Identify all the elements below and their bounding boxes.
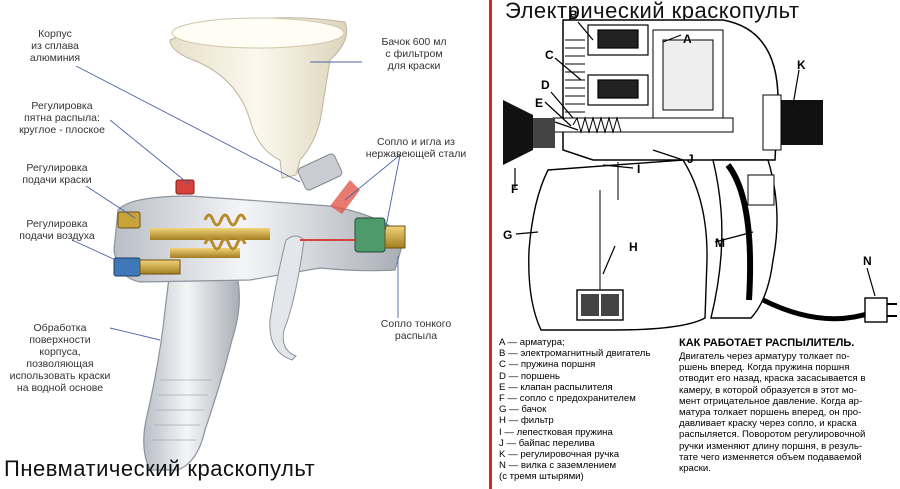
letter-arrows — [514, 21, 876, 297]
plug — [864, 297, 888, 323]
legend-item: H — фильтр — [499, 415, 554, 427]
letter-I: I — [637, 162, 641, 176]
piston-spring — [572, 116, 622, 134]
label-air-adjust: Регулировка подачи воздуха — [19, 218, 95, 242]
label-body-alloy: Корпус из сплава алюминия — [29, 28, 81, 64]
letter-C: C — [545, 48, 554, 62]
electric-gun-illustration — [503, 19, 897, 331]
letter-F: F — [511, 182, 519, 196]
legend-item: C — пружина поршня — [499, 359, 596, 371]
electric-gun-panel: Электрический краскопульт — [493, 0, 900, 489]
how-it-works-text: Двигатель через арматуру толкает по- рше… — [679, 351, 866, 475]
letter-A: A — [683, 32, 692, 46]
pneumatic-gun-illustration — [71, 17, 406, 471]
handle-grip-lines — [152, 379, 212, 441]
gun-handle-shape — [143, 267, 240, 471]
letter-N: N — [863, 254, 872, 268]
paint-knob — [117, 211, 141, 229]
legend-item: B — электромагнитный двигатель — [499, 348, 651, 360]
legend-item: K — регулировочная ручка — [499, 449, 620, 461]
legend-item: G — бачок — [499, 404, 547, 416]
letter-E: E — [535, 96, 544, 110]
legend-item: A — арматура; — [499, 337, 565, 348]
letter-G: G — [503, 228, 513, 242]
electric-gun-title: Электрический краскопульт — [505, 0, 800, 23]
letter-J: J — [687, 152, 694, 166]
nozzle-cone — [503, 100, 533, 165]
parts-legend: A — арматура; B — электромагнитный двига… — [499, 337, 679, 483]
paint-tank-rim — [171, 17, 345, 49]
power-cable — [761, 297, 874, 322]
letter-B: B — [569, 8, 578, 22]
label-spray-adjust: Регулировка пятна распыла: круглое - пло… — [19, 100, 105, 136]
label-paint-adjust: Регулировка подачи краски — [22, 162, 92, 186]
how-it-works-title: КАК РАБОТАЕТ РАСПЫЛИТЕЛЬ. — [679, 337, 855, 349]
pneumatic-gun-title: Пневматический краскопульт — [4, 456, 316, 481]
panel-divider — [489, 0, 492, 489]
adjust-knob — [778, 100, 823, 145]
tank-connector — [297, 153, 343, 191]
letter-M: M — [715, 236, 725, 250]
legend-item: N — вилка с заземлением — [499, 460, 617, 472]
spring-internals — [150, 213, 270, 258]
label-fine-nozzle: Сопло тонкого распыла — [380, 318, 452, 342]
winding-lines — [565, 39, 585, 113]
paint-tank-shape — [169, 17, 348, 179]
legend-item: D — поршень — [499, 370, 561, 382]
motor-coil — [587, 24, 649, 106]
label-nozzle-needle: Сопло и игла из нержавеющей стали — [365, 136, 467, 160]
label-tank: Бачок 600 мл с фильтром для краски — [381, 36, 447, 72]
label-surface-treatment: Обработка поверхности корпуса, позволяющ… — [9, 322, 111, 394]
legend-item: I — лепестковая пружина — [499, 426, 613, 438]
legend-item: E — клапан распылителя — [499, 381, 613, 393]
letter-H: H — [629, 240, 638, 254]
air-fitting — [139, 259, 181, 275]
letter-D: D — [541, 78, 550, 92]
legend-item: (с тремя штырями) — [499, 471, 584, 483]
legend-item: J — байпас перелива — [499, 437, 595, 449]
nozzle-head — [300, 180, 406, 253]
pneumatic-gun-panel: Корпус из сплава алюминия Регулировка пя… — [4, 17, 467, 481]
leader-lines — [71, 61, 401, 341]
tank-outline — [528, 159, 708, 331]
spray-knob — [175, 179, 195, 195]
legend-item: F — сопло с предохранителем — [499, 393, 636, 405]
letter-K: K — [797, 58, 806, 72]
